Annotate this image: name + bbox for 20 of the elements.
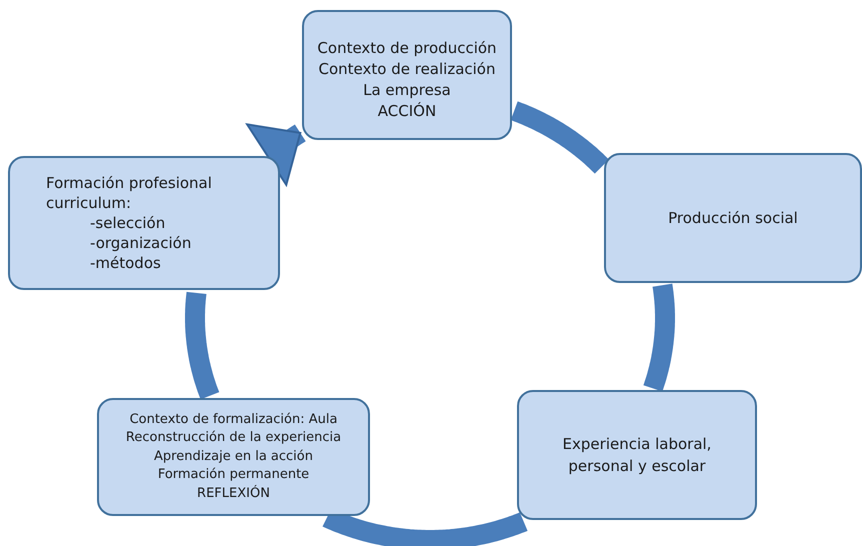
box-text: Experiencia laboral, personal y escolar — [562, 434, 712, 477]
box-text: -organización — [89, 233, 192, 253]
box-text: REFLEXIÓN — [197, 484, 270, 503]
rounded-box — [517, 390, 757, 520]
box-text: Contexto de realización — [318, 59, 496, 80]
rounded-box — [97, 398, 370, 516]
box-text: ACCIÓN — [378, 101, 436, 122]
box-text: -métodos — [89, 253, 161, 273]
box-text: Contexto de formalización: Aula — [130, 410, 338, 429]
box-text: Producción social — [668, 208, 798, 228]
box-text: Reconstrucción de la experiencia — [126, 429, 342, 448]
rounded-box — [604, 153, 862, 283]
box-text: Formación profesional curriculum: — [46, 173, 213, 213]
rounded-box — [302, 10, 512, 140]
box-text: La empresa — [363, 80, 451, 101]
box-text: Contexto de producción — [317, 38, 497, 59]
box-text: Formación permanente — [158, 466, 310, 484]
box-text: -selección — [89, 213, 166, 233]
box-text: Aprendizaje en la acción — [154, 448, 313, 466]
rounded-box — [8, 156, 280, 290]
